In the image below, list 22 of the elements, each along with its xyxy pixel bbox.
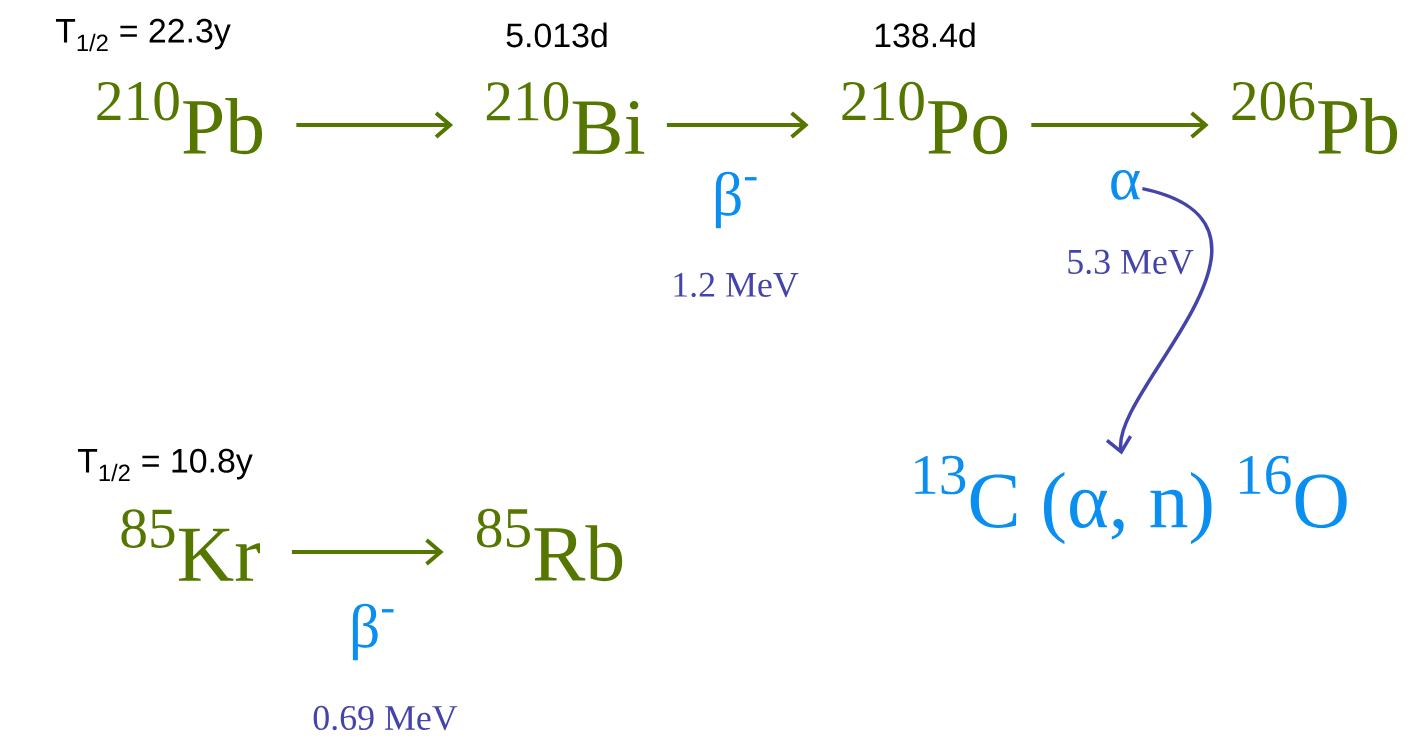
isotope-label: $^{206}$Pb: [1232, 81, 1398, 155]
energy-label: 0.69 MeV: [313, 705, 458, 731]
isotope-label: $^{85}$Rb: [477, 508, 623, 582]
isotope-label: $^{210}$Bi: [486, 82, 645, 154]
arrow: [1031, 111, 1209, 139]
particle-label: β$^{-}$: [352, 603, 394, 661]
isotope-label: $^{13}$C (α, n) $^{16}$O: [915, 455, 1347, 545]
arrow: [291, 538, 444, 566]
half-life-label: T$_{1/2}$ = 10.8y: [77, 448, 253, 482]
isotope-label: α: [1111, 170, 1140, 200]
arrow: [296, 111, 454, 139]
half-life-label: 138.4d: [875, 22, 975, 48]
particle-label: β$^{-}$: [715, 171, 757, 229]
energy-label: 5.3 MeV: [1068, 249, 1194, 275]
isotope-label: $^{210}$Po: [842, 81, 1008, 155]
half-life-label: T$_{1/2}$ = 22.3y: [55, 18, 231, 52]
half-life-label: 5.013d: [506, 22, 607, 48]
arrow: [1105, 186, 1213, 455]
energy-label: 1.2 MeV: [674, 272, 799, 298]
isotope-label: $^{85}$Kr: [121, 509, 261, 581]
arrow: [666, 111, 809, 139]
isotope-label: $^{210}$Pb: [97, 81, 263, 155]
